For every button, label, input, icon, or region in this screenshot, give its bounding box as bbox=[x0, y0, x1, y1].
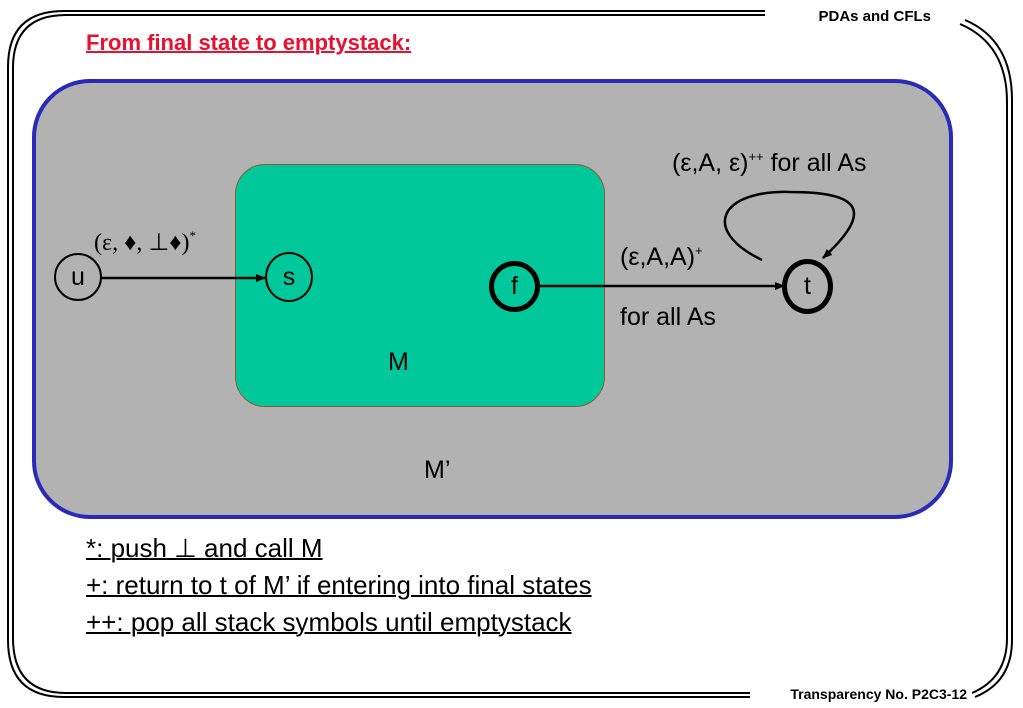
edge-f-t-label: (ε,A,A)+ bbox=[620, 243, 703, 272]
edge-f-t-superscript: + bbox=[695, 243, 703, 258]
loop-t-superscript: ++ bbox=[748, 149, 764, 164]
loop-t-label: (ε,A, ε)++ for all As bbox=[672, 149, 866, 178]
slide-title: From final state to emptystack: bbox=[86, 30, 412, 55]
header-title: PDAs and CFLs bbox=[818, 8, 931, 25]
machine-m-prime-label: M’ bbox=[424, 456, 451, 484]
state-f-final: f bbox=[489, 261, 540, 312]
state-u-label: u bbox=[71, 262, 85, 291]
loop-t-text: (ε,A, ε) bbox=[672, 149, 749, 177]
edge-f-t-text: (ε,A,A) bbox=[620, 243, 696, 271]
note-return: +: return to t of M’ if entering into fi… bbox=[86, 570, 592, 600]
edge-u-s-text: (ε, ♦, ⊥♦) bbox=[94, 230, 190, 256]
state-u: u bbox=[54, 253, 102, 301]
loop-t-text-suffix: for all As bbox=[763, 149, 867, 177]
state-s-label: s bbox=[282, 262, 296, 291]
state-t-label: t bbox=[804, 272, 811, 300]
state-t-final: t bbox=[782, 259, 833, 314]
footer-transparency-number: Transparency No. P2C3-12 bbox=[790, 686, 967, 702]
state-f-label: f bbox=[511, 272, 518, 300]
note-pop: ++: pop all stack symbols until emptysta… bbox=[86, 607, 572, 637]
state-s: s bbox=[265, 252, 313, 302]
edge-f-t-label-line2: for all As bbox=[620, 303, 716, 331]
edge-u-s-superscript: * bbox=[189, 228, 196, 243]
note-push: *: push ⊥ and call M bbox=[86, 533, 323, 563]
edge-u-s-label: (ε, ♦, ⊥♦)* bbox=[94, 228, 196, 257]
self-loop-t bbox=[723, 190, 856, 262]
machine-m-label: M bbox=[388, 348, 409, 376]
